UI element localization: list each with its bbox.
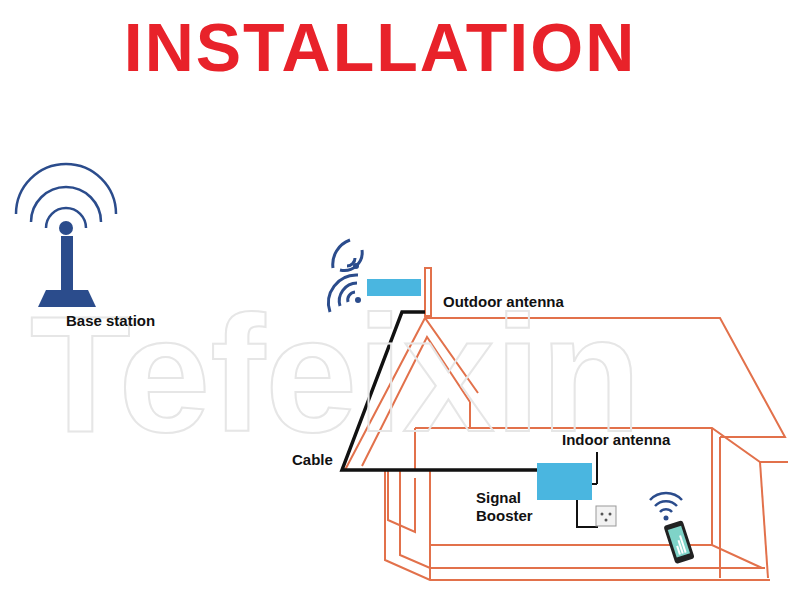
- signal-booster-box: [537, 463, 592, 500]
- part-label: Signal Booster: [476, 489, 536, 525]
- power-outlet: [609, 513, 612, 516]
- part-label: Base station: [66, 312, 155, 330]
- base-station-icon: [16, 164, 116, 228]
- mobile-phone: [663, 520, 694, 564]
- base-station-icon: [61, 236, 73, 290]
- page-title: INSTALLATION: [0, 8, 760, 86]
- part-label: Indoor antenna: [562, 431, 670, 449]
- part-label: Cable: [292, 451, 333, 469]
- base-station-icon: [59, 221, 73, 235]
- part-label: Outdoor antenna: [443, 293, 564, 311]
- power-wire: [577, 500, 598, 527]
- indoor-antenna-rod: [592, 483, 597, 485]
- phone-waves: [650, 493, 682, 520]
- power-outlet: [596, 506, 616, 526]
- power-outlet: [605, 519, 608, 522]
- power-outlet: [601, 513, 604, 516]
